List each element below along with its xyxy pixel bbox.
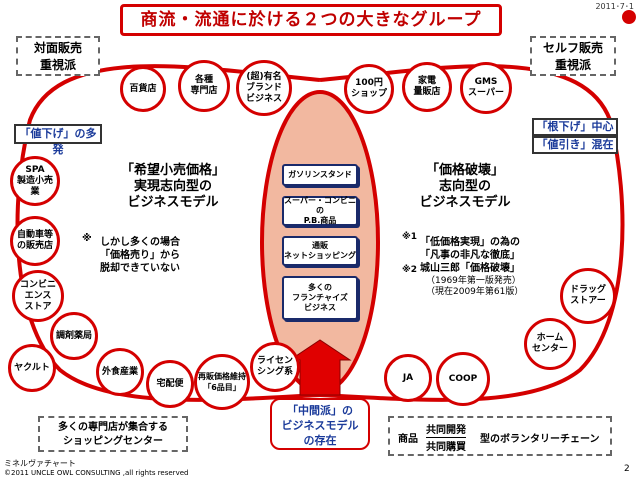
page-title: 商流・流通に於ける２つの大きなグループ <box>120 4 502 36</box>
node-brand: (超)有名 ブランド ビジネス <box>236 60 292 116</box>
left-group-title: 対面販売 重視派 <box>16 36 100 76</box>
left-note-marker: ※ <box>82 233 92 244</box>
right-bottom-top: 共同開発 <box>426 421 466 438</box>
center-item-gas: ガソリンスタンド <box>282 164 358 186</box>
node-shop100: 100円 ショップ <box>344 64 394 114</box>
node-car: 自動車等 の販売店 <box>10 216 60 266</box>
footer-source: ミネルヴァチャート <box>4 459 76 468</box>
right-bottom-box: 商品 共同開発 共同購買 型のボランタリーチェーン <box>388 416 612 456</box>
right-bottom-bottom: 共同購買 <box>426 442 466 453</box>
node-home: ホーム センター <box>524 318 576 370</box>
left-heading: 「希望小売価格」 実現志向型の ビジネスモデル <box>120 163 225 210</box>
right-bottom-prefix: 商品 <box>398 434 418 445</box>
owl-logo-icon <box>622 10 636 24</box>
right-bottom-suffix: 型のボランタリーチェーン <box>480 434 600 445</box>
left-tag: 「値下げ」の多発 <box>14 124 102 156</box>
node-coop: COOP <box>436 352 490 406</box>
right-marker-2: ※2 <box>402 265 418 275</box>
node-drug: ドラッグ ストアー <box>560 268 616 324</box>
node-conv: コンビニ エンス ストア <box>12 270 64 322</box>
node-takuhai: 宅配便 <box>146 360 194 408</box>
node-kakushu: 各種 専門店 <box>178 60 230 112</box>
node-hyakkaten: 百貨店 <box>120 66 166 112</box>
node-kaden: 家電 量販店 <box>402 62 452 112</box>
right-note: 「低価格実現」の為の 「凡事の非凡な徹底」 城山三郎「価格破壊」 <box>420 237 520 274</box>
right-tag-2: 「値引き」混在 <box>532 136 618 154</box>
date-label: 2011･7･1 <box>595 2 634 11</box>
node-gms: GMS スーパー <box>460 62 512 114</box>
left-bottom-label: 多くの専門店が集合する ショッピングセンター <box>38 416 188 452</box>
node-saihan: 再販価格維持 「6品目」 <box>194 354 250 410</box>
node-yakult: ヤクルト <box>8 344 56 392</box>
left-note: しかし多くの場合 「価格売り」から 脱却できていない <box>100 237 180 274</box>
node-chouzai: 調剤薬局 <box>50 312 98 360</box>
right-group-title: セルフ販売 重視派 <box>530 36 616 76</box>
center-label: 「中間派」の ビジネスモデル の存在 <box>270 398 370 450</box>
node-gaishoku: 外食産業 <box>96 348 144 396</box>
center-item-tsuhan: 通販 ネットショッピング <box>282 236 358 266</box>
center-item-pb: スーパー・コンビニの P.B.商品 <box>282 196 358 226</box>
page-number: 2 <box>624 464 630 474</box>
center-item-franchise: 多くの フランチャイズ ビジネス <box>282 276 358 320</box>
right-marker-1: ※1 <box>402 232 418 242</box>
node-ja: JA <box>384 354 432 402</box>
right-tag-1: 「根下げ」中心 <box>532 118 618 136</box>
node-spa: SPA 製造小売業 <box>10 156 60 206</box>
node-license: ライセン シング系 <box>250 342 300 392</box>
right-note-small: （1969年第一版発売） （現在2009年第61版） <box>426 276 524 297</box>
footer-copyright: ©2011 UNCLE OWL CONSULTING ,all rights r… <box>4 469 189 477</box>
right-heading: 「価格破壊」 志向型の ビジネスモデル <box>419 163 511 210</box>
